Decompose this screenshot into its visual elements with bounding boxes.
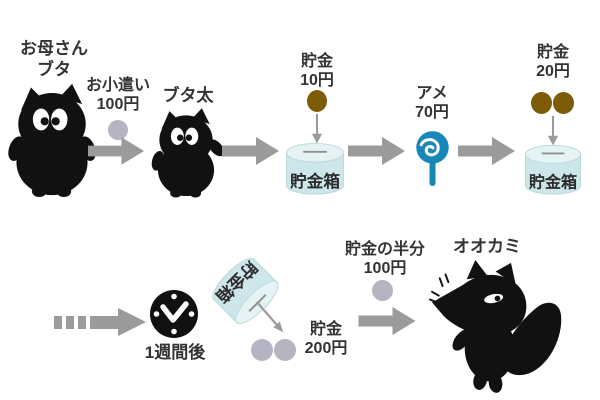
right-arrow-icon xyxy=(348,137,405,165)
deposit1-label-line2: 10円 xyxy=(300,72,334,89)
piggy-bank-icon: 貯金箱 xyxy=(525,144,581,195)
half-savings-label: 貯金の半分 100円 xyxy=(337,240,433,278)
half-savings-line1: 貯金の半分 xyxy=(344,241,425,258)
one-week-later-label: 1週間後 xyxy=(136,342,214,363)
allowance-label: お小遣い 100円 xyxy=(82,76,154,114)
right-arrow-icon xyxy=(222,137,279,165)
gold-coin-icon xyxy=(307,90,327,112)
silver-coin-icon xyxy=(372,280,393,301)
wolf-label-text: オオカミ xyxy=(453,237,521,256)
half-savings-line2: 100円 xyxy=(363,260,407,277)
savings-total-label: 貯金 200円 xyxy=(297,320,355,358)
mother-pig-label-line2: ブタ xyxy=(37,60,71,79)
lollipop-icon xyxy=(416,131,449,187)
right-arrow-icon xyxy=(88,137,145,165)
clock-icon xyxy=(150,290,198,338)
deposit1-label: 貯金 10円 xyxy=(289,52,345,90)
down-arrow-icon xyxy=(547,116,559,146)
savings-total-line2: 200円 xyxy=(304,340,348,357)
savings-total-line1: 貯金 xyxy=(309,321,342,338)
gold-coin-icon xyxy=(553,92,574,114)
right-arrow-icon xyxy=(458,137,515,165)
deposit2-label-line1: 貯金 xyxy=(536,44,569,61)
child-pig-label: ブタ太 xyxy=(154,85,222,106)
bank1-label: 貯金箱 xyxy=(290,171,340,191)
child-pig-label-text: ブタ太 xyxy=(162,86,214,105)
dashed-right-arrow-icon xyxy=(54,308,146,336)
deposit2-label: 貯金 20円 xyxy=(525,43,581,81)
mother-pig-icon xyxy=(8,83,96,197)
bank2-label: 貯金箱 xyxy=(529,173,577,192)
wolf-label: オオカミ xyxy=(441,236,533,257)
gold-coin-icon xyxy=(531,92,552,114)
wolf-icon xyxy=(429,260,562,393)
candy-label-line2: 70円 xyxy=(415,104,449,121)
diagonal-arrow-icon xyxy=(255,301,284,333)
mother-pig-label: お母さん ブタ xyxy=(6,38,102,80)
down-arrow-icon xyxy=(311,114,323,144)
one-week-later-text: 1週間後 xyxy=(144,343,206,362)
allowance-label-line1: お小遣い xyxy=(85,77,150,94)
deposit2-label-line2: 20円 xyxy=(536,63,570,80)
silver-coin-icon xyxy=(274,339,296,361)
allowance-label-line2: 100円 xyxy=(96,96,140,113)
child-pig-icon xyxy=(151,108,225,198)
mother-pig-label-line1: お母さん xyxy=(20,39,88,58)
right-arrow-icon xyxy=(358,307,416,335)
silver-coin-icon xyxy=(108,120,128,140)
deposit1-label-line1: 貯金 xyxy=(300,53,333,70)
silver-coin-icon xyxy=(251,339,273,361)
candy-label: アメ 70円 xyxy=(402,84,462,122)
piggy-bank-icon: 貯金箱 xyxy=(286,142,344,195)
candy-label-line1: アメ xyxy=(416,85,448,102)
